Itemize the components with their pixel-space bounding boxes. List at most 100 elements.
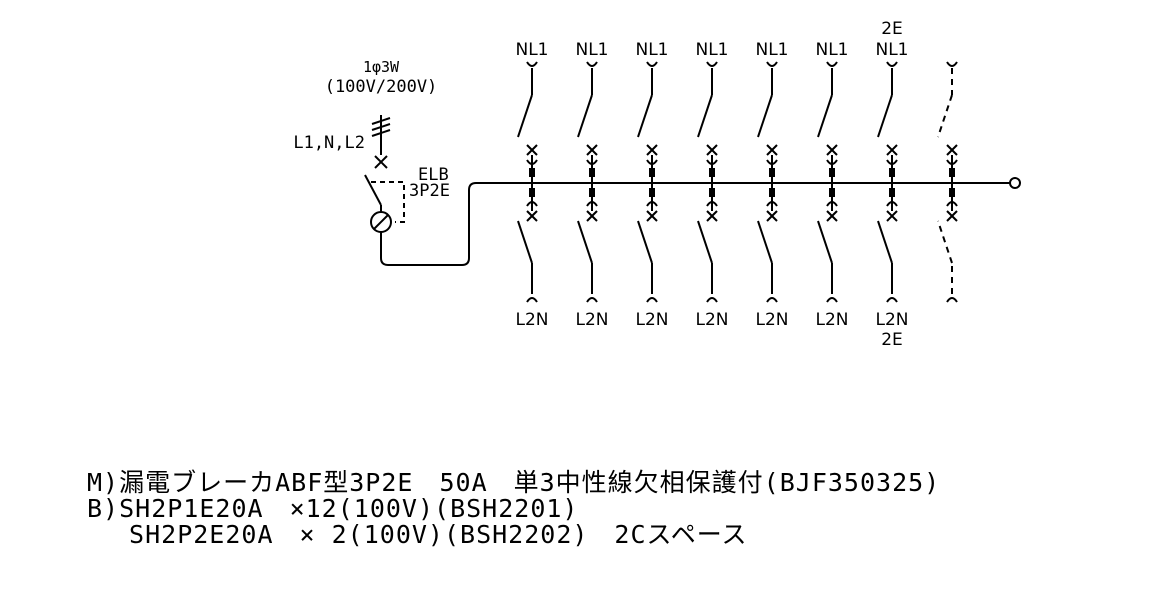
branch-top-label: NL1 [755,40,788,60]
branch-breaker [877,61,898,303]
cup-icon [706,159,718,165]
breaker-blade [577,220,593,264]
bus-connector-icon [709,188,715,197]
contact-icon [946,210,958,222]
cup-icon [646,159,658,165]
bus-connector-icon [769,188,775,197]
branch-bottom-label: L2N [635,310,668,330]
contact-icon [646,144,658,156]
conductor-mark [371,117,391,125]
branch-breaker [577,61,598,303]
breaker-blade [697,220,713,264]
branch-top-label: NL1 [635,40,668,60]
phase-label: L1,N,L2 [293,133,365,153]
cup-icon [946,159,958,165]
breaker-blade [757,220,773,264]
breaker-blade [697,94,713,138]
bus-connector-icon [949,168,955,177]
bus-connector-icon [589,188,595,197]
breaker-blade [877,220,893,264]
branch-breaker [937,61,958,303]
cup-icon [766,159,778,165]
cup-icon [886,159,898,165]
breaker-blade [577,94,593,138]
contact-icon [586,210,598,222]
branch-top-label: NL1 [815,40,848,60]
terminal-icon [646,297,658,303]
breaker-blade [937,94,953,138]
contact-icon [706,144,718,156]
branch-breaker [637,61,658,303]
contact-icon [526,210,538,222]
contact-icon [826,144,838,156]
main-bus [380,182,1010,266]
terminal-icon [766,297,778,303]
bus-terminal-icon [1009,177,1021,189]
cup-icon [826,159,838,165]
main-breaker-blade [364,174,382,206]
terminal-icon [586,297,598,303]
bus-connector-icon [529,188,535,197]
branch-bottom-label: L2N [755,310,788,330]
bus-connector-icon [589,168,595,177]
terminal-icon [766,61,778,67]
terminal-icon [886,61,898,67]
bus-connector-icon [769,168,775,177]
note-branch-breaker-2: SH2P2E20A × 2(100V)(BSH2202) 2Cスペース [87,520,748,549]
terminal-icon [886,297,898,303]
contact-icon [886,210,898,222]
terminal-icon [706,297,718,303]
branch-top-label: NL1 [515,40,548,60]
branch-bottom-label: L2N [815,310,848,330]
branch-top-extra-label: 2E [881,19,903,39]
contact-icon [706,210,718,222]
branch-top-label: NL1 [575,40,608,60]
note-main-breaker: M)漏電ブレーカABF型3P2E 50A 単3中性線欠相保護付(BJF35032… [87,468,941,497]
terminal-icon [946,297,958,303]
contact-icon [586,144,598,156]
contact-icon [826,210,838,222]
terminal-icon [706,61,718,67]
terminal-icon [526,61,538,67]
bus-connector-icon [889,168,895,177]
terminal-icon [646,61,658,67]
branch-bottom-label: L2N [515,310,548,330]
main-breaker-contact [374,155,388,169]
terminal-icon [586,61,598,67]
bus-connector-icon [529,168,535,177]
terminal-icon [826,61,838,67]
contact-icon [766,210,778,222]
voltage-label: (100V/200V) [325,77,438,97]
cup-icon [646,201,658,207]
bus-connector-icon [709,168,715,177]
branch-breaker [817,61,838,303]
note-branch-breaker-1: B)SH2P1E20A ×12(100V)(BSH2201) [87,494,579,523]
elb-type-label: 3P2E [409,181,450,201]
breaker-blade [817,94,833,138]
branch-breaker [757,61,778,303]
branch-bottom-label: L2N [695,310,728,330]
breaker-blade [757,94,773,138]
system-label: 1φ3W [363,58,400,76]
bus-connector-icon [829,168,835,177]
cup-icon [826,201,838,207]
contact-icon [946,144,958,156]
branch-circuits: NL1L2NNL1L2NNL1L2NNL1L2NNL1L2NNL1L2N2ENL… [515,19,958,350]
contact-icon [526,144,538,156]
branch-top-label: NL1 [695,40,728,60]
breaker-blade [877,94,893,138]
terminal-icon [826,297,838,303]
cup-icon [886,201,898,207]
cup-icon [526,201,538,207]
cup-icon [586,159,598,165]
bus-connector-icon [949,188,955,197]
branch-bottom-label: L2N [875,310,908,330]
contact-icon [886,144,898,156]
breaker-blade [517,94,533,138]
contact-icon [766,144,778,156]
bus-connector-icon [649,188,655,197]
terminal-icon [526,297,538,303]
breaker-blade [937,220,953,264]
branch-breaker [697,61,718,303]
